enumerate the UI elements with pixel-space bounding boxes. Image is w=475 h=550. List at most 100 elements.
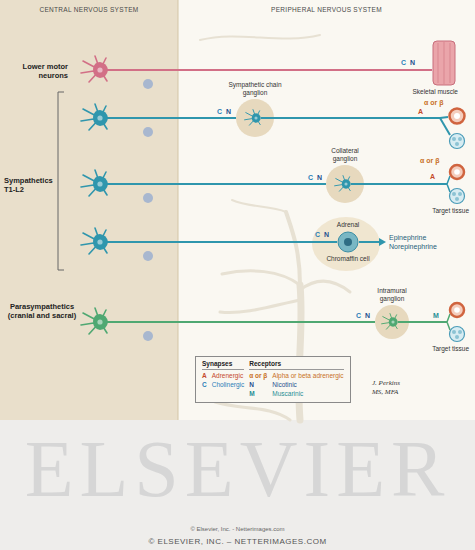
ground xyxy=(178,0,179,420)
pns-panel: PERIPHERAL NERVOUS SYSTEM Skeletal muscle… xyxy=(178,0,475,420)
target-shape xyxy=(452,192,456,196)
bracket xyxy=(58,92,64,270)
receptor-letter: N xyxy=(410,58,415,67)
nerve-fiber xyxy=(178,241,337,243)
tree-watermark xyxy=(286,212,300,285)
cns-neurons xyxy=(106,183,178,185)
target-shape xyxy=(450,189,465,204)
cns-neurons xyxy=(81,56,178,334)
legend-entry: α or β xyxy=(249,372,267,380)
cns-neurons xyxy=(106,117,178,119)
target-shape xyxy=(447,176,450,192)
legend-table: SynapsesReceptorsAAdrenergicα or βAlpha … xyxy=(195,356,351,403)
nerve-fiber xyxy=(178,69,432,71)
target-shape xyxy=(450,327,465,342)
legend-entry: A xyxy=(202,372,207,380)
receptor-letter: α or β xyxy=(420,156,439,165)
target-shape xyxy=(455,335,459,339)
ganglion-shape xyxy=(245,110,261,126)
nerve-fiber xyxy=(178,117,236,119)
glial-cells xyxy=(143,193,153,203)
artist-signature: J. Perkins MS, MFA xyxy=(372,379,412,397)
muscle-shape xyxy=(438,42,450,84)
target-shape xyxy=(458,330,462,334)
cns-neurons xyxy=(81,170,108,196)
glial-cells xyxy=(143,331,153,341)
nerve-fiber xyxy=(178,321,375,323)
cns-neurons xyxy=(81,56,108,82)
ganglion-shape xyxy=(382,314,398,330)
ground xyxy=(0,420,475,550)
muscle-shape xyxy=(433,41,455,85)
legend-entry: Muscarinic xyxy=(272,390,343,398)
ganglion-shape xyxy=(326,165,364,203)
node-label: Target tissue xyxy=(432,345,469,353)
nerve-fiber xyxy=(178,183,326,185)
glial-cells xyxy=(143,79,153,341)
postganglionic-fiber xyxy=(274,117,448,118)
chain-ganglion: Sympathetic chain ganglion xyxy=(236,99,274,137)
legend-heading: Synapses xyxy=(202,360,244,370)
row-label: Sympathetics T1-L2 xyxy=(4,176,56,194)
tree-watermark xyxy=(222,271,300,285)
receptor-letter: N xyxy=(317,173,322,182)
ganglion-shape xyxy=(236,99,274,137)
ganglion-shape xyxy=(375,305,409,339)
target-organs xyxy=(452,137,456,141)
legend-entry: N xyxy=(249,381,267,389)
receptor-letter: M xyxy=(433,311,439,320)
legend-entry: Nicotinic xyxy=(272,381,343,389)
watermark: ELSEVIER xyxy=(0,424,475,514)
ganglion-shape xyxy=(351,183,364,185)
panel-heading: CENTRAL NERVOUS SYSTEM xyxy=(0,6,178,14)
target-shape xyxy=(458,192,462,196)
glial-cells xyxy=(143,251,153,261)
target-organs xyxy=(454,113,460,119)
hormone-arrow xyxy=(359,238,386,246)
node-label: Target tissue xyxy=(432,207,469,215)
target-organs xyxy=(450,109,465,124)
target-organs xyxy=(450,134,465,149)
node-label: Intramural ganglion xyxy=(367,287,417,303)
tree-watermark xyxy=(200,35,320,40)
node-label: Chromaffin cell xyxy=(326,255,369,263)
synapse-letter: C xyxy=(315,230,320,239)
receptor-letter: α or β xyxy=(424,98,443,107)
ganglion-shape xyxy=(335,176,351,192)
panel-heading: PERIPHERAL NERVOUS SYSTEM xyxy=(178,6,475,14)
legend-entry: Alpha or beta adrenergic xyxy=(272,372,343,380)
ganglion-shape xyxy=(326,165,364,203)
target-shape xyxy=(452,330,456,334)
tree-watermark xyxy=(300,281,350,292)
target-shape xyxy=(454,307,460,313)
ganglion-shape xyxy=(261,117,274,119)
chromaffin-cell: AdrenalChromaffin cell xyxy=(337,231,359,253)
tree-watermark xyxy=(232,200,286,212)
bracket xyxy=(58,92,64,270)
chromaffin-shape xyxy=(344,238,352,246)
target-shape xyxy=(450,165,464,179)
target-shape xyxy=(455,197,459,201)
copyright-note: © ELSEVIER, INC. – NETTERIMAGES.COM xyxy=(0,537,475,546)
row-label: Lower motor neurons xyxy=(12,62,68,80)
intramural-ganglion: Intramural ganglion xyxy=(375,305,409,339)
node-label: Collateral ganglion xyxy=(320,147,370,163)
synapse-letter: A xyxy=(430,172,435,181)
synapse-letter: C xyxy=(356,311,361,320)
target-shape xyxy=(447,301,467,343)
ganglion-shape xyxy=(398,321,409,323)
nerve-fiber xyxy=(409,321,447,323)
cns-neurons xyxy=(81,104,108,130)
skeletal-muscle: Skeletal muscle xyxy=(432,40,456,86)
target-organs xyxy=(450,109,465,149)
cns-neurons xyxy=(106,241,178,243)
cns-neurons xyxy=(106,321,178,323)
synapse-letter: C xyxy=(308,173,313,182)
copyright-note: © Elsevier, Inc. - Netterimages.com xyxy=(0,525,475,534)
target-shape xyxy=(454,169,460,175)
ground xyxy=(0,0,178,420)
legend-heading: Receptors xyxy=(249,360,343,370)
row-label: Parasympathetics (cranial and sacral) xyxy=(6,302,78,320)
